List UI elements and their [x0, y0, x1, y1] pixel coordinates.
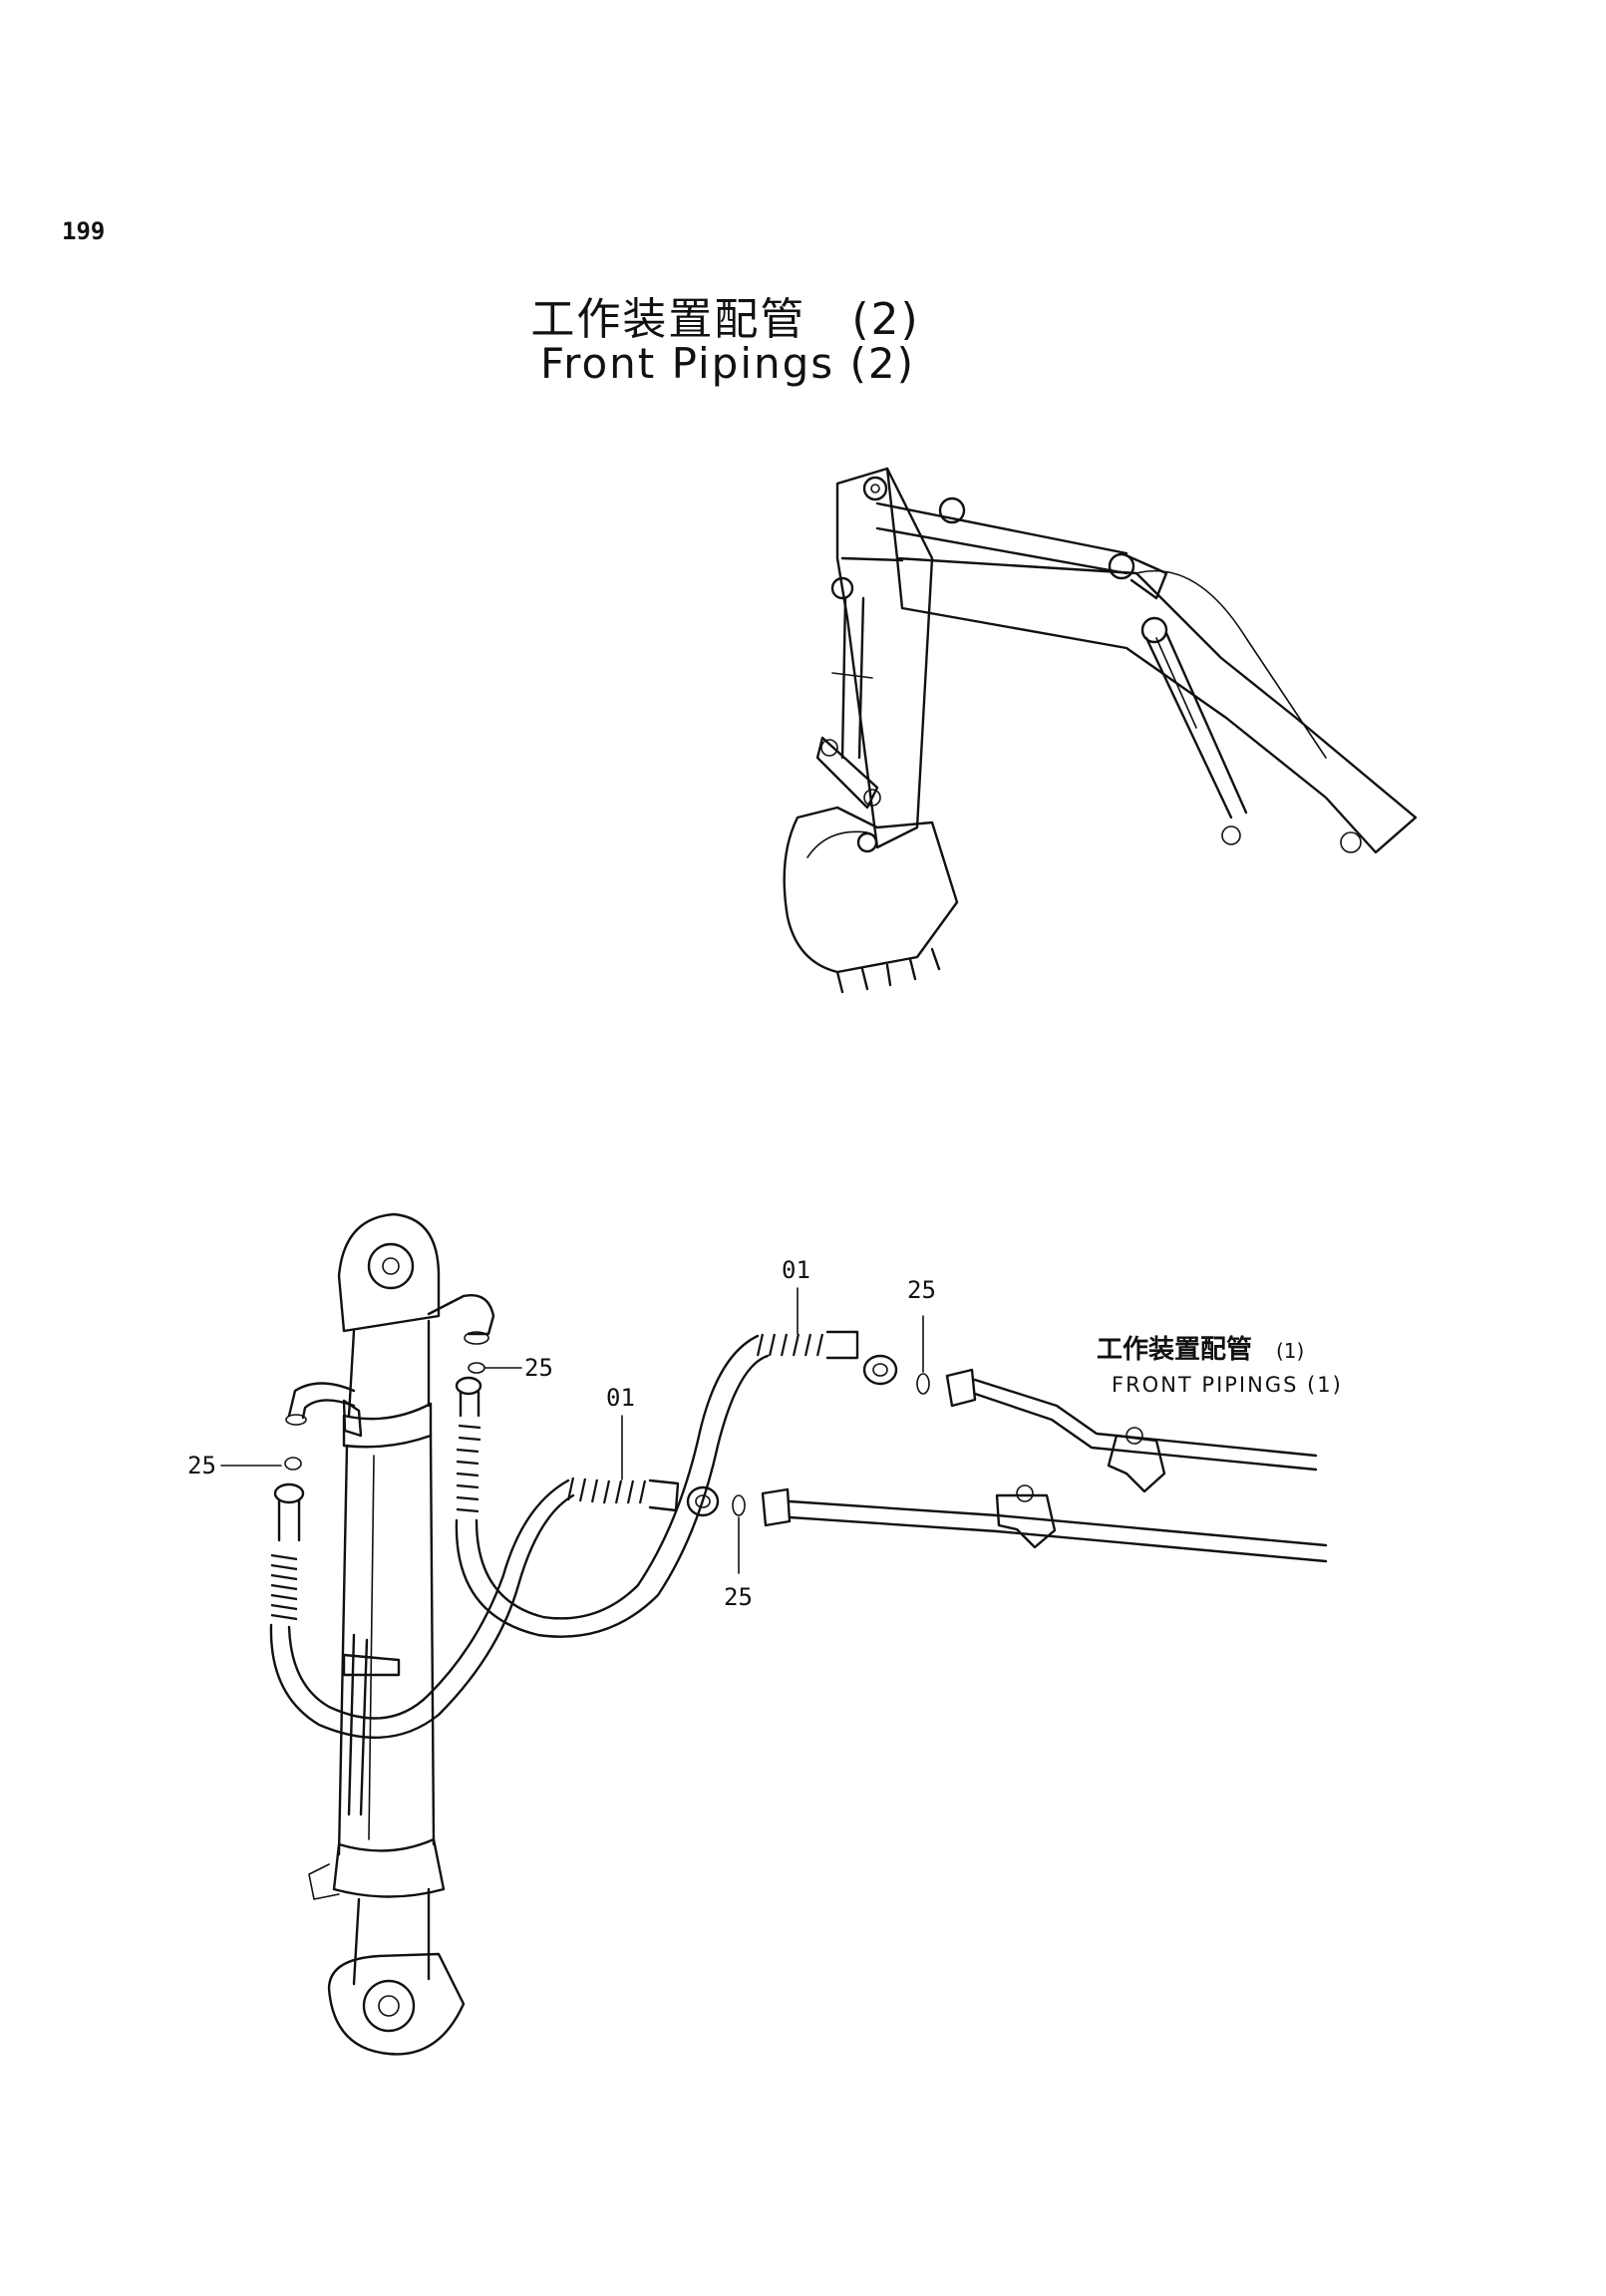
excavator-front-overview	[783, 467, 1418, 994]
page-title-english: Front Pipings (2)	[540, 339, 915, 388]
callout-hose-lower: 01	[606, 1384, 635, 1412]
callout-hose-upper: 01	[782, 1256, 810, 1284]
callout-oring-d: 25	[724, 1583, 753, 1611]
bucket-cylinder-assembly	[285, 1212, 495, 2056]
reference-label-japanese-suffix: (1)	[1276, 1339, 1304, 1363]
oring-25-a	[468, 1362, 485, 1374]
steel-pipe-upper	[945, 1368, 1318, 1493]
steel-pipe-lower	[761, 1484, 1328, 1563]
callout-oring-a: 25	[524, 1354, 553, 1382]
oring-25-b	[284, 1457, 302, 1471]
oring-25-d	[732, 1494, 746, 1516]
callout-oring-c: 25	[907, 1276, 936, 1304]
hose-01-upper	[756, 1330, 898, 1386]
hose-01-lower	[566, 1476, 720, 1517]
right-hose	[455, 1334, 770, 1638]
page-title-japanese: 工作装置配管 (2)	[530, 294, 920, 345]
callout-oring-b: 25	[187, 1452, 216, 1479]
oring-25-c	[916, 1373, 930, 1395]
reference-label-english: FRONT PIPINGS (1)	[1112, 1373, 1343, 1397]
reference-label-japanese: 工作装置配管	[1097, 1335, 1252, 1365]
left-hose	[269, 1478, 575, 1740]
page-number: 199	[62, 217, 106, 245]
